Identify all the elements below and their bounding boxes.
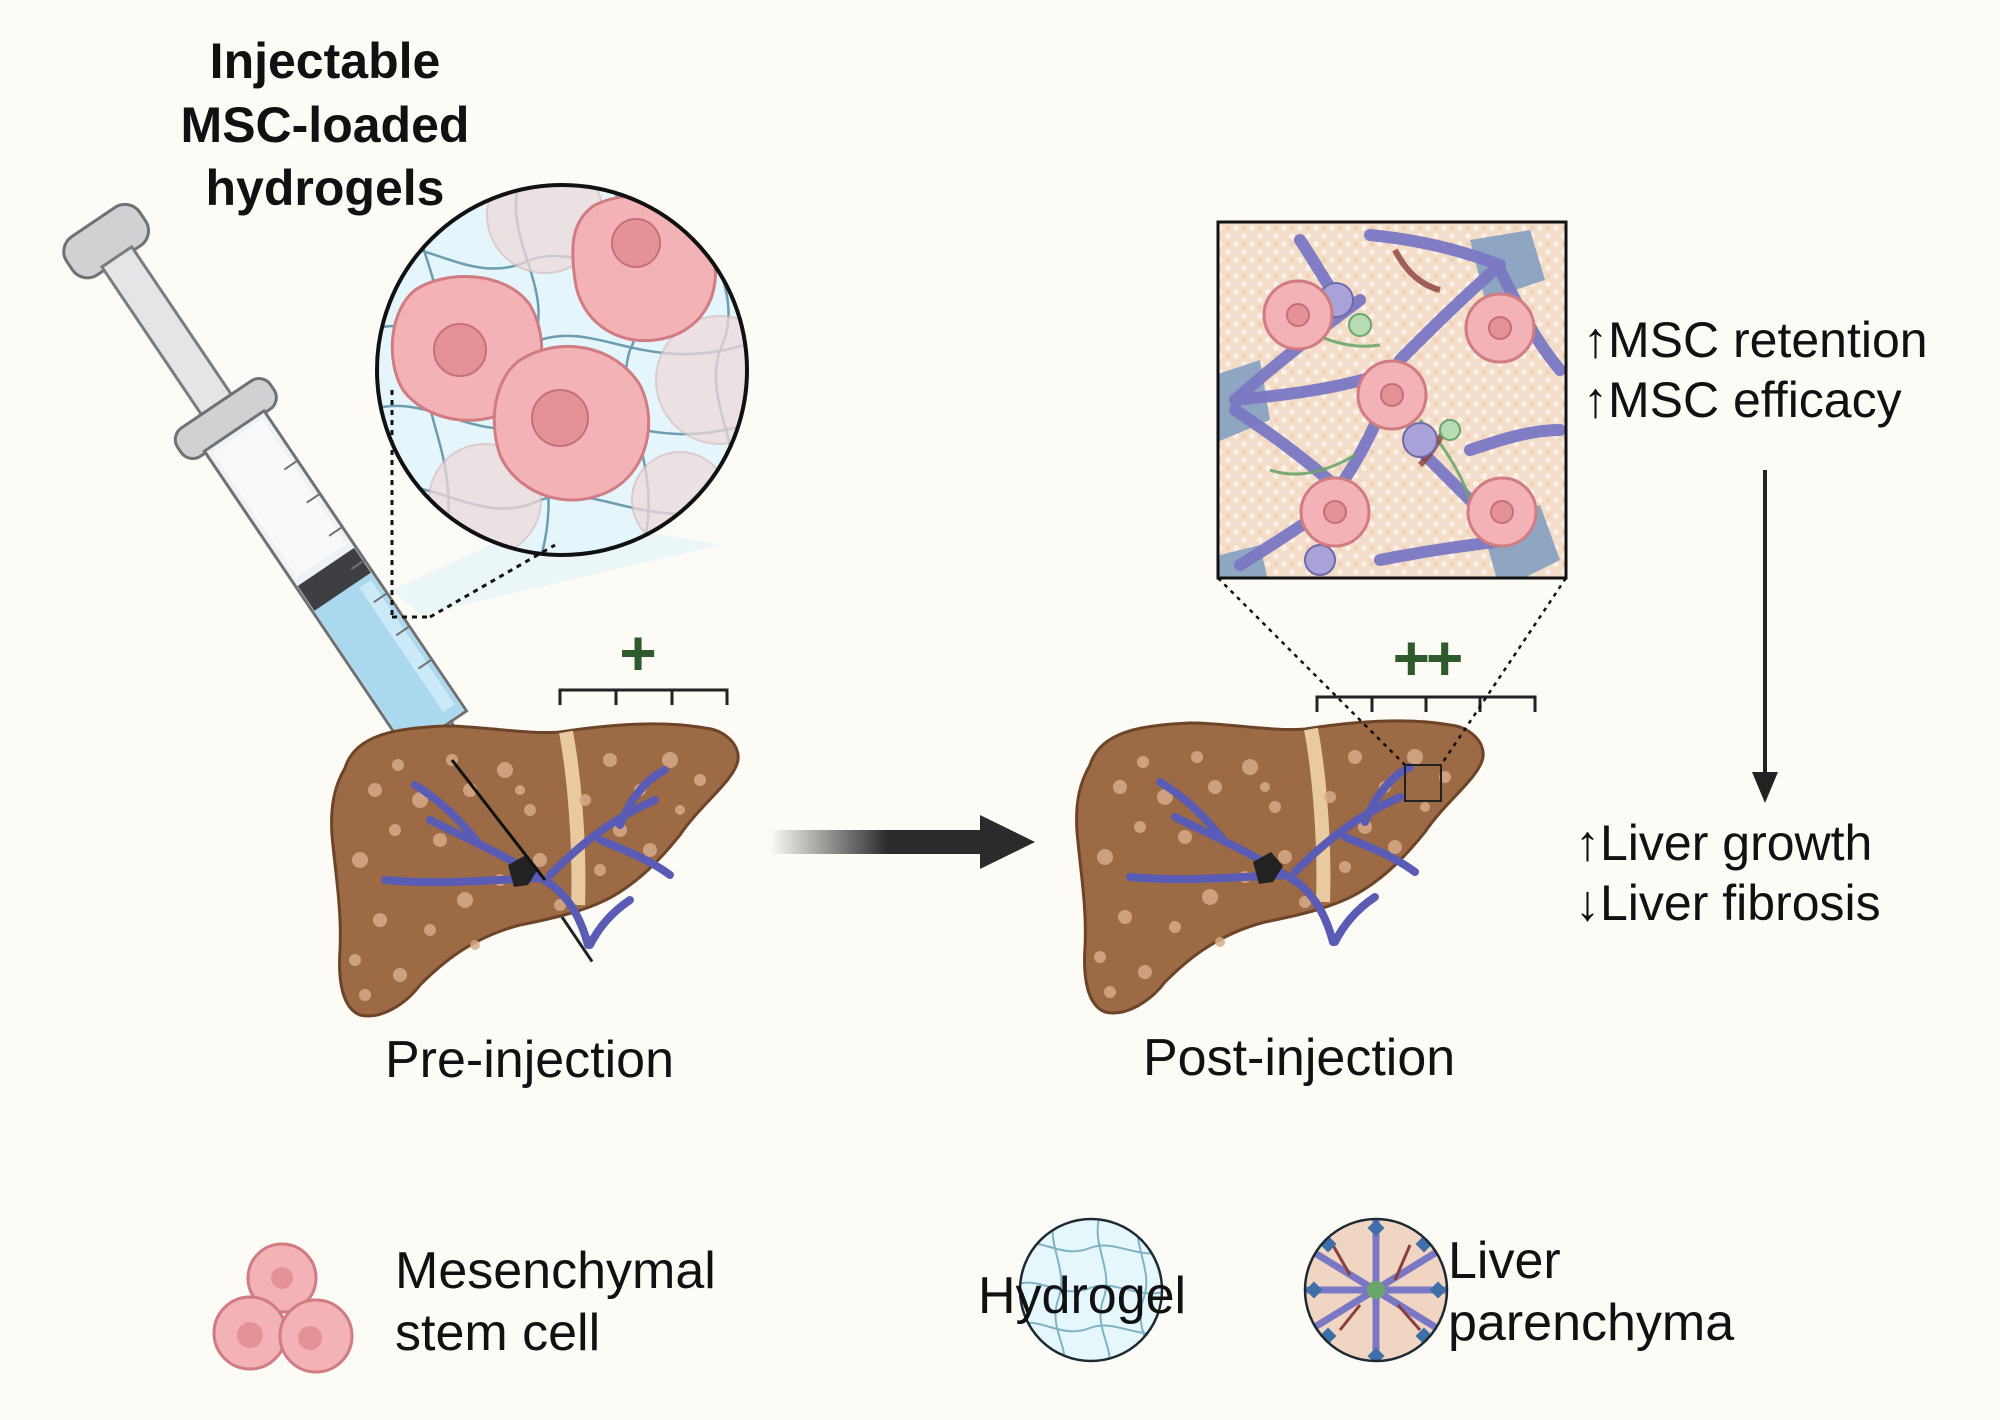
pre-plus-sign: + <box>619 617 656 689</box>
legend-label-hydrogel: Hydrogel <box>978 1265 1186 1327</box>
liver-parenchyma-icon <box>1303 1217 1449 1363</box>
effect-liver-fibrosis: ↓Liver fibrosis <box>1575 875 1881 931</box>
zoom-callout-lines <box>390 390 556 619</box>
legend-line: Liver <box>1448 1232 1561 1290</box>
legend-label-msc: Mesenchymal stem cell <box>395 1240 716 1365</box>
pre-injection-label: Pre-injection <box>385 1031 675 1089</box>
diagram-title: Injectable MSC-loaded hydrogels <box>140 30 510 221</box>
effect-msc-efficacy: ↑MSC efficacy <box>1583 372 1902 428</box>
tissue-callout-lines <box>1217 577 1568 766</box>
post-segment-bracket <box>1315 695 1537 712</box>
post-plus-sign: ++ <box>1393 622 1461 694</box>
arrow-down-icon <box>1752 470 1778 803</box>
legend-line: stem cell <box>395 1304 601 1363</box>
liver-icon <box>330 722 740 1018</box>
legend-line: Mesenchymal <box>395 1242 716 1300</box>
effect-msc-retention: ↑MSC retention <box>1583 312 1928 368</box>
title-line: Injectable <box>209 33 441 89</box>
legend-line: Hydrogel <box>978 1267 1187 1325</box>
arrow-right-icon <box>770 815 1035 869</box>
pre-segment-bracket <box>558 688 729 705</box>
hydrogel-zoom-icon <box>375 183 749 615</box>
title-line: MSC-loaded <box>180 96 470 153</box>
legend-label-parenchyma: Liver parenchyma <box>1448 1230 1734 1355</box>
effect-liver-growth: ↑Liver growth <box>1575 815 1873 871</box>
legend-line: parenchyma <box>1448 1294 1735 1353</box>
liver-parenchyma-zoom-icon <box>1216 220 1568 580</box>
mesenchymal-stem-cell-icon <box>212 1242 354 1374</box>
post-injection-label: Post-injection <box>1143 1029 1456 1087</box>
hydrogel-icon <box>1018 1217 1164 1363</box>
title-line: hydrogels <box>205 160 445 216</box>
liver-icon <box>1075 719 1485 1015</box>
